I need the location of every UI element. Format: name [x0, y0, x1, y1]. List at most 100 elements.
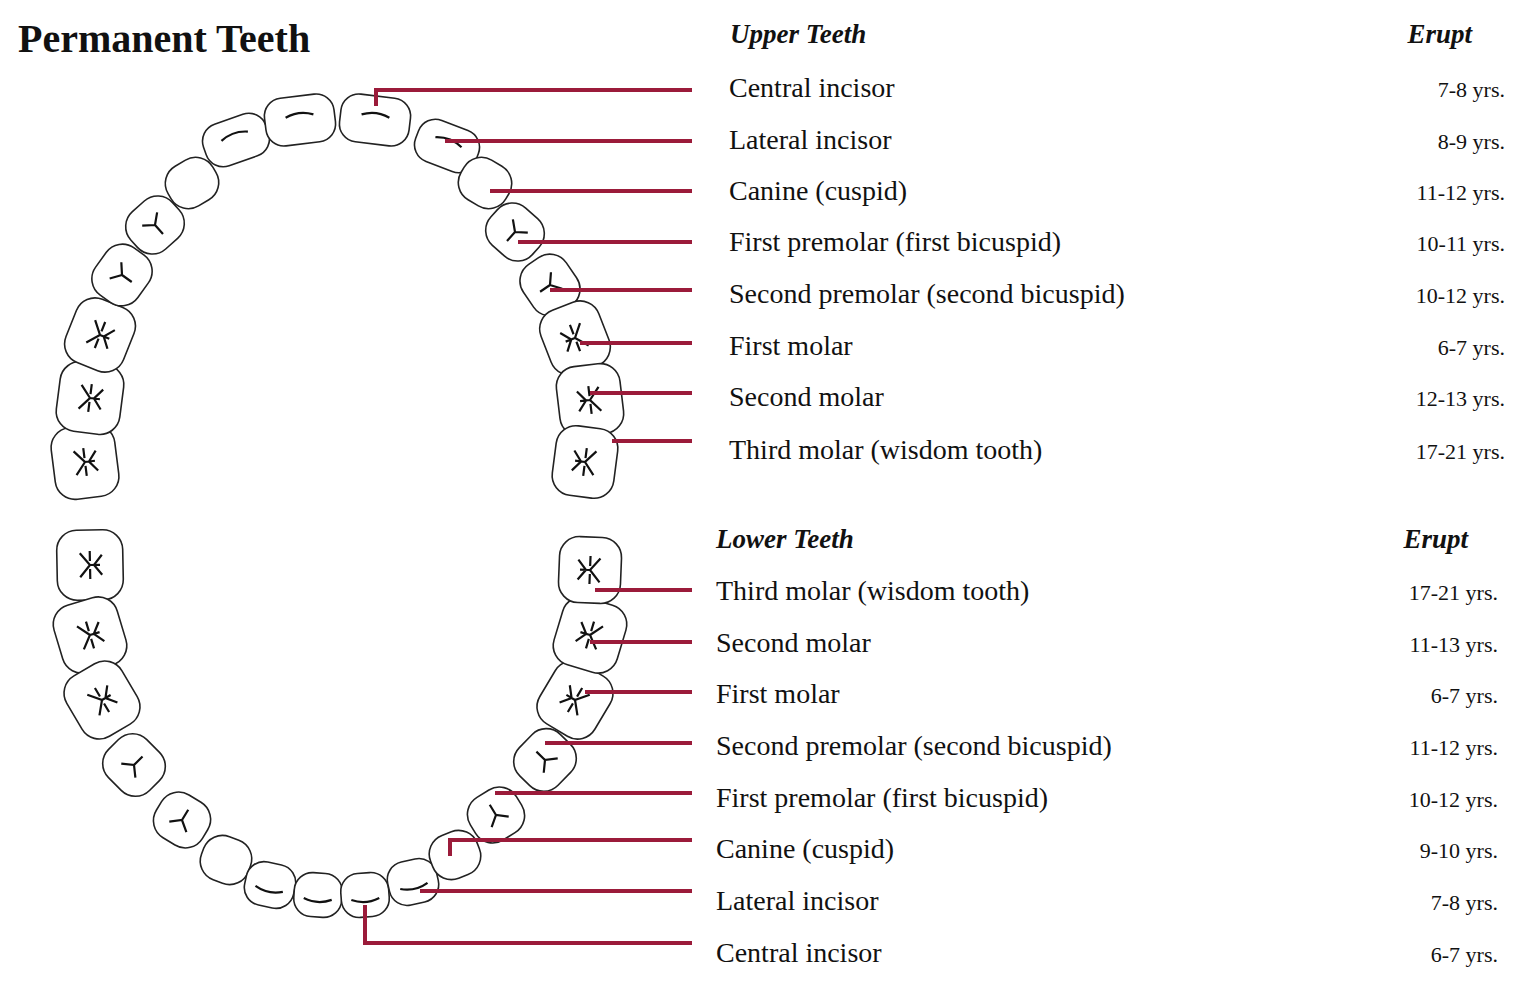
- tooth-crown: [198, 108, 275, 171]
- tooth-name: Central incisor: [729, 72, 895, 104]
- tooth-name: Second premolar (second bicuspid): [716, 730, 1112, 762]
- tooth-fissure: [481, 800, 508, 827]
- tooth-fissure: [169, 805, 196, 832]
- tooth-name: Lateral incisor: [716, 885, 878, 917]
- tooth-crown: [49, 422, 122, 501]
- eruption-age: 6-7 yrs.: [1438, 335, 1505, 360]
- leader-line: [590, 391, 692, 395]
- tooth-outline: [56, 529, 123, 600]
- tooth-crown: [558, 536, 623, 604]
- column-heading: Erupt: [1407, 19, 1472, 50]
- tooth-fissure: [351, 898, 379, 903]
- eruption-age: 11-12 yrs.: [1410, 735, 1498, 760]
- tooth-outline: [198, 108, 275, 171]
- tooth-fissure: [73, 447, 98, 478]
- tooth-fissure: [220, 129, 247, 141]
- leader-line: [445, 139, 692, 143]
- eruption-age: 11-13 yrs.: [1410, 632, 1498, 657]
- tooth-outline: [262, 92, 337, 148]
- tooth-crown: [57, 654, 148, 747]
- tooth-name: Lateral incisor: [729, 124, 891, 156]
- leader-line: [612, 439, 692, 443]
- eruption-age: 8-9 yrs.: [1438, 129, 1505, 154]
- eruption-age: 17-21 yrs.: [1409, 580, 1498, 605]
- tooth-crown: [293, 871, 344, 918]
- tooth-name: Second molar: [716, 627, 871, 659]
- tooth-crown: [548, 592, 631, 678]
- tooth-name: Third molar (wisdom tooth): [729, 434, 1042, 466]
- section-heading: Upper Teeth: [730, 19, 866, 50]
- leader-line: [580, 341, 692, 345]
- leader-line: [490, 189, 692, 193]
- tooth-fissure: [110, 262, 138, 290]
- tooth-name: First molar: [716, 678, 840, 710]
- leader-line: [590, 640, 692, 644]
- leader-line: [376, 90, 692, 106]
- leader-line: [420, 889, 692, 893]
- tooth-fissure: [574, 618, 603, 651]
- tooth-name: Second premolar (second bicuspid): [729, 278, 1125, 310]
- tooth-name: First premolar (first bicuspid): [729, 226, 1061, 258]
- tooth-outline: [48, 592, 131, 678]
- leader-line: [545, 741, 692, 745]
- tooth-name: Third molar (wisdom tooth): [716, 575, 1029, 607]
- leader-line: [595, 588, 692, 592]
- eruption-age: 12-13 yrs.: [1416, 386, 1505, 411]
- tooth-fissure: [559, 321, 590, 355]
- tooth-fissure: [86, 318, 117, 352]
- tooth-fissure: [78, 383, 103, 414]
- tooth-outline: [241, 858, 299, 912]
- eruption-age: 7-8 yrs.: [1438, 77, 1505, 102]
- tooth-crown: [550, 423, 620, 500]
- eruption-age: 7-8 yrs.: [1431, 890, 1498, 915]
- tooth-fissure: [362, 111, 390, 117]
- tooth-fissure: [304, 898, 332, 903]
- tooth-fissure: [529, 744, 557, 772]
- eruption-age: 10-11 yrs.: [1417, 231, 1505, 256]
- upper-arch: [49, 92, 626, 502]
- tooth-outline: [54, 359, 126, 437]
- tooth-fissure: [576, 385, 601, 415]
- tooth-crown: [56, 529, 123, 600]
- tooth-crown: [94, 725, 173, 804]
- column-heading: Erupt: [1403, 524, 1468, 555]
- tooth-name: Central incisor: [716, 937, 882, 969]
- leader-line: [518, 240, 692, 244]
- tooth-name: Canine (cuspid): [729, 175, 907, 207]
- leader-line: [450, 840, 692, 856]
- section-heading: Lower Teeth: [716, 524, 854, 555]
- tooth-outline: [49, 422, 122, 501]
- tooth-name: Second molar: [729, 381, 884, 413]
- tooth-crown: [262, 92, 337, 148]
- tooth-fissure: [142, 212, 170, 240]
- tooth-fissure: [558, 682, 591, 717]
- tooth-name: First premolar (first bicuspid): [716, 782, 1048, 814]
- leader-line: [550, 288, 692, 292]
- tooth-crown: [241, 858, 299, 912]
- tooth-outline: [558, 536, 623, 604]
- tooth-outline: [57, 654, 148, 747]
- tooth-name: Canine (cuspid): [716, 833, 894, 865]
- tooth-fissure: [577, 556, 600, 585]
- tooth-fissure: [285, 111, 313, 117]
- eruption-age: 17-21 yrs.: [1416, 439, 1505, 464]
- tooth-fissure: [255, 886, 283, 895]
- tooth-fissure: [534, 272, 562, 300]
- eruption-age: 6-7 yrs.: [1431, 942, 1498, 967]
- tooth-crown: [48, 592, 131, 678]
- leader-line: [365, 905, 692, 943]
- lower-arch: [48, 529, 631, 918]
- tooth-fissure: [86, 682, 119, 717]
- eruption-age: 10-12 yrs.: [1409, 787, 1498, 812]
- eruption-age: 9-10 yrs.: [1420, 838, 1498, 863]
- tooth-fissure: [121, 749, 149, 777]
- eruption-age: 6-7 yrs.: [1431, 683, 1498, 708]
- tooth-fissure: [80, 551, 103, 579]
- leader-lines: [365, 90, 692, 943]
- leader-line: [585, 690, 692, 694]
- tooth-name: First molar: [729, 330, 853, 362]
- leader-line: [495, 791, 692, 795]
- diagram-title: Permanent Teeth: [18, 16, 310, 62]
- tooth-fissure: [76, 618, 105, 651]
